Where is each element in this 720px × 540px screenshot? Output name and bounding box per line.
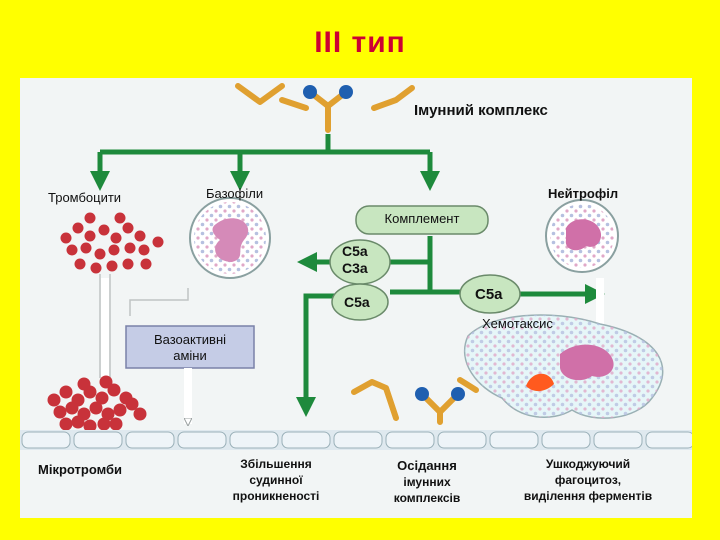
platelet — [138, 244, 150, 256]
c5a-c3a-text: C5a C3a — [342, 243, 368, 277]
platelet — [72, 222, 84, 234]
microthrombus-cell — [125, 397, 139, 411]
microthrombus-cell — [53, 405, 67, 419]
chemotaxis-label: Хемотаксис — [482, 316, 553, 331]
c5a-right-label: C5a — [475, 286, 503, 303]
platelet — [110, 232, 122, 244]
platelet-cluster — [60, 212, 164, 274]
diagram-panel: Імунний комплекс Тромбоцити Базофіли Ней… — [20, 78, 692, 518]
endothelial-cell — [593, 431, 643, 449]
platelet — [84, 230, 96, 242]
platelet — [124, 242, 136, 254]
platelet — [122, 222, 134, 234]
endothelial-cell — [229, 431, 279, 449]
endothelial-cell — [333, 431, 383, 449]
deposition-line-3: комплексів — [393, 491, 461, 505]
microthrombus-cell — [59, 385, 73, 399]
endothelial-cell — [177, 431, 227, 449]
damage-label: Ушкоджуючий фагоцитоз, виділення фермент… — [490, 456, 686, 504]
endothelial-cell — [437, 431, 487, 449]
phagocytosing-neutrophil — [463, 314, 664, 419]
diagram-graphics — [20, 83, 692, 450]
c5a-top-label: C5a — [342, 243, 368, 259]
platelet — [106, 260, 118, 272]
microthrombus-cell — [65, 401, 79, 415]
platelet — [94, 248, 106, 260]
microthrombus-cell — [77, 377, 91, 391]
immune-complex-top — [235, 83, 415, 133]
microthrombus-cell — [89, 401, 103, 415]
platelet — [108, 244, 120, 256]
permeability-label: Збільшення судинної проникненості — [206, 456, 346, 504]
deposition-line-1: Осідання — [397, 458, 457, 473]
neutrophil-label: Нейтрофіл — [548, 186, 619, 201]
microthrombus-cell — [71, 415, 85, 429]
microthrombus-cell — [133, 407, 147, 421]
microthrombus-cell — [99, 375, 113, 389]
platelet — [122, 258, 134, 270]
endothelial-cell — [385, 431, 435, 449]
permeability-line-1: Збільшення — [240, 457, 312, 471]
platelet — [60, 232, 72, 244]
c5a-left-ellipse — [331, 283, 389, 321]
platelet — [152, 236, 164, 248]
platelet — [98, 224, 110, 236]
complement-box — [355, 205, 489, 235]
page-title: III тип — [314, 26, 406, 59]
c5a-left-label: C5a — [344, 294, 370, 310]
microthrombus-cell — [107, 383, 121, 397]
platelet — [66, 244, 78, 256]
deposition-line-2: імунних — [403, 475, 451, 489]
permeability-line-3: проникненості — [232, 489, 320, 503]
damage-line-3: виділення ферментів — [523, 489, 653, 503]
platelet — [140, 258, 152, 270]
platelet — [90, 262, 102, 274]
platelet — [134, 230, 146, 242]
vasoactive-box — [125, 325, 255, 369]
endothelial-cell — [645, 431, 692, 449]
damage-line-2: фагоцитоз, — [554, 473, 622, 487]
microthrombus-cell — [97, 417, 111, 431]
endothelial-cell — [73, 431, 123, 449]
permeability-line-2: судинної — [249, 473, 303, 487]
platelet — [80, 242, 92, 254]
endothelial-cell — [21, 431, 71, 449]
microthrombus-cell — [59, 417, 73, 431]
complement-label: Комплемент — [384, 211, 460, 226]
neutrophil-cell — [545, 199, 619, 273]
microthrombus-cell — [113, 403, 127, 417]
endothelial-cell — [489, 431, 539, 449]
c5a-right-ellipse — [459, 274, 521, 314]
microthrombi-label: Мікротромби — [38, 462, 123, 477]
vasoactive-line-2: аміни — [173, 348, 207, 363]
platelet — [114, 212, 126, 224]
endothelial-cell — [125, 431, 175, 449]
deposition-label: Осідання імунних комплексів — [372, 458, 482, 506]
basophils-label: Базофіли — [206, 186, 264, 201]
microthrombus-cell — [101, 407, 115, 421]
microthrombus-cell — [95, 391, 109, 405]
platelet — [84, 212, 96, 224]
platelets-label: Тромбоцити — [48, 190, 122, 205]
c3a-label: C3a — [342, 260, 368, 276]
microthrombi-cluster — [47, 375, 147, 433]
distribution-arrows — [90, 134, 605, 417]
microthrombus-cell — [109, 417, 123, 431]
endothelial-cell — [281, 431, 331, 449]
endothelial-cell — [541, 431, 591, 449]
vessel-wall — [20, 430, 692, 450]
platelet — [74, 258, 86, 270]
basophil-cell — [189, 197, 271, 279]
deposited-immune-complexes — [351, 377, 479, 425]
vasoactive-line-1: Вазоактивні — [153, 332, 227, 347]
damage-line-1: Ушкоджуючий — [545, 457, 631, 471]
microthrombus-cell — [47, 393, 61, 407]
vasoactive-label: Вазоактивні аміни — [126, 332, 254, 364]
immune-complex-label: Імунний комплекс — [414, 102, 548, 119]
microthrombus-cell — [83, 419, 97, 433]
